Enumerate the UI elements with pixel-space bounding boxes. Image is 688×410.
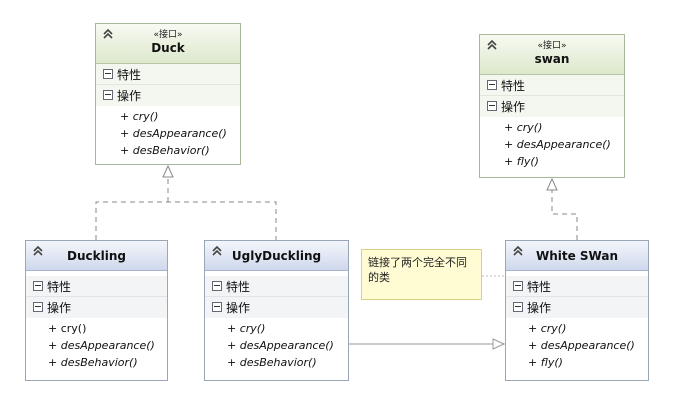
- attributes-label: 特性: [501, 79, 526, 93]
- swan-operations-section[interactable]: 操作: [480, 96, 624, 117]
- white-swan-name: White SWan: [535, 249, 619, 263]
- collapse-chevron-icon[interactable]: [211, 245, 223, 257]
- swan-name: swan: [534, 52, 570, 66]
- swan-interface[interactable]: «接口» swan 特性 操作 + cry() + desAppearance(…: [479, 34, 625, 178]
- operation-item[interactable]: + desAppearance(): [48, 339, 155, 352]
- operations-label: 操作: [117, 89, 142, 103]
- realization-arrowhead-duck: [162, 164, 174, 178]
- association-arrowhead: [492, 338, 506, 350]
- operation-item[interactable]: + cry(): [528, 322, 567, 335]
- ugly-duckling-operations-list: + cry() + desAppearance() + desBehavior(…: [205, 318, 348, 373]
- operations-label: 操作: [501, 100, 526, 114]
- attributes-label: 特性: [117, 68, 142, 82]
- operation-item[interactable]: + desAppearance(): [504, 138, 611, 151]
- duckling-class[interactable]: Duckling 特性 操作 + cry() + desAppearance()…: [25, 240, 168, 381]
- white-swan-attributes-section[interactable]: 特性: [506, 276, 648, 297]
- swan-operations-list: + cry() + desAppearance() + fly(): [480, 117, 624, 172]
- collapse-minus-icon[interactable]: [212, 281, 222, 291]
- attributes-label: 特性: [527, 280, 552, 294]
- duck-operations-list: + cry() + desAppearance() + desBehavior(…: [96, 106, 240, 161]
- note-text: 链接了两个完全不同的类: [368, 256, 467, 284]
- ugly-duckling-header: UglyDuckling: [205, 241, 348, 271]
- duck-stereotype: «接口»: [153, 30, 183, 40]
- operation-item[interactable]: + desBehavior(): [120, 144, 210, 157]
- duck-header: «接口» Duck: [96, 24, 240, 64]
- operation-item[interactable]: + desBehavior(): [48, 356, 138, 369]
- realization-arrowhead-swan: [546, 177, 558, 191]
- white-swan-operations-list: + cry() + desAppearance() + fly(): [506, 318, 648, 373]
- duckling-operations-section[interactable]: 操作: [26, 297, 167, 318]
- collapse-minus-icon[interactable]: [33, 302, 43, 312]
- ugly-duckling-name: UglyDuckling: [231, 249, 322, 263]
- operations-label: 操作: [527, 301, 552, 315]
- operation-item[interactable]: + desAppearance(): [120, 127, 227, 140]
- operation-item[interactable]: + desAppearance(): [227, 339, 334, 352]
- duck-interface[interactable]: «接口» Duck 特性 操作 + cry() + desAppearance(…: [95, 23, 241, 165]
- operation-item[interactable]: + cry(): [48, 322, 87, 335]
- white-swan-class[interactable]: White SWan 特性 操作 + cry() + desAppearance…: [505, 240, 649, 381]
- duck-attributes-section[interactable]: 特性: [96, 64, 240, 85]
- swan-attributes-section[interactable]: 特性: [480, 75, 624, 96]
- operations-label: 操作: [226, 301, 251, 315]
- swan-stereotype: «接口»: [537, 41, 567, 51]
- ugly-duckling-operations-section[interactable]: 操作: [205, 297, 348, 318]
- collapse-minus-icon[interactable]: [513, 302, 523, 312]
- collapse-minus-icon[interactable]: [487, 80, 497, 90]
- duckling-name: Duckling: [67, 249, 126, 263]
- duck-operations-section[interactable]: 操作: [96, 85, 240, 106]
- ugly-duckling-attributes-section[interactable]: 特性: [205, 276, 348, 297]
- collapse-minus-icon[interactable]: [212, 302, 222, 312]
- operation-item[interactable]: + fly(): [528, 356, 563, 369]
- operation-item[interactable]: + cry(): [504, 121, 543, 134]
- collapse-chevron-icon[interactable]: [32, 245, 44, 257]
- collapse-minus-icon[interactable]: [103, 69, 113, 79]
- duckling-header: Duckling: [26, 241, 167, 271]
- collapse-minus-icon[interactable]: [513, 281, 523, 291]
- operation-item[interactable]: + cry(): [227, 322, 266, 335]
- collapse-chevron-icon[interactable]: [486, 39, 498, 51]
- collapse-chevron-icon[interactable]: [512, 245, 524, 257]
- swan-header: «接口» swan: [480, 35, 624, 75]
- attributes-label: 特性: [226, 280, 251, 294]
- comment-note[interactable]: 链接了两个完全不同的类: [361, 249, 482, 300]
- duck-name: Duck: [151, 41, 185, 55]
- duckling-attributes-section[interactable]: 特性: [26, 276, 167, 297]
- realization-duckling-to-duck: [95, 201, 277, 240]
- collapse-minus-icon[interactable]: [487, 101, 497, 111]
- operations-label: 操作: [47, 301, 72, 315]
- operation-item[interactable]: + desAppearance(): [528, 339, 635, 352]
- operation-item[interactable]: + fly(): [504, 155, 539, 168]
- collapse-minus-icon[interactable]: [103, 90, 113, 100]
- collapse-chevron-icon[interactable]: [102, 28, 114, 40]
- duckling-operations-list: + cry() + desAppearance() + desBehavior(…: [26, 318, 167, 373]
- operation-item[interactable]: + desBehavior(): [227, 356, 317, 369]
- collapse-minus-icon[interactable]: [33, 281, 43, 291]
- operation-item[interactable]: + cry(): [120, 110, 159, 123]
- attributes-label: 特性: [47, 280, 72, 294]
- ugly-duckling-class[interactable]: UglyDuckling 特性 操作 + cry() + desAppearan…: [204, 240, 349, 381]
- white-swan-operations-section[interactable]: 操作: [506, 297, 648, 318]
- realization-whiteswan-to-swan: [551, 189, 578, 240]
- white-swan-header: White SWan: [506, 241, 648, 271]
